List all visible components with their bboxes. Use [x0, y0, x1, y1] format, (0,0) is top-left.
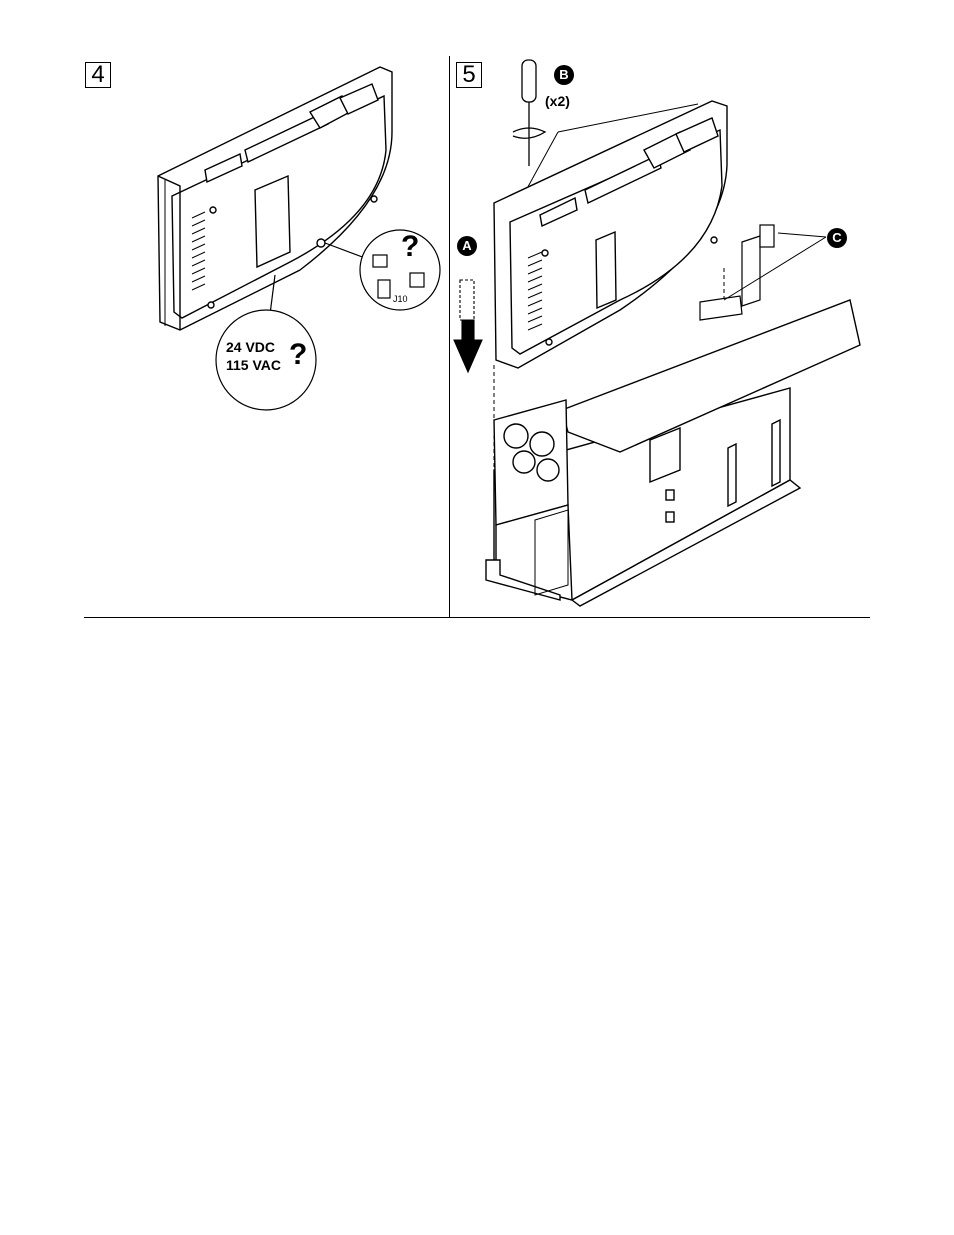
- down-arrow-icon: [454, 280, 482, 372]
- voltage-label-24vdc: 24 VDC: [226, 339, 275, 355]
- jumper-label: J10: [393, 294, 408, 304]
- screw-quantity: (x2): [545, 93, 570, 109]
- control-board-step4: [158, 67, 392, 330]
- callout-c-letter: C: [830, 230, 844, 245]
- c-pointers: [724, 233, 826, 300]
- callout-b-letter: B: [557, 67, 571, 82]
- screwdriver-icon: [513, 60, 545, 166]
- question-mark-voltage: ?: [289, 340, 307, 370]
- callout-a-letter: A: [460, 238, 474, 253]
- question-mark-jumper: ?: [401, 232, 419, 262]
- jumper-callout: [325, 230, 440, 310]
- voltage-label-115vac: 115 VAC: [226, 357, 281, 373]
